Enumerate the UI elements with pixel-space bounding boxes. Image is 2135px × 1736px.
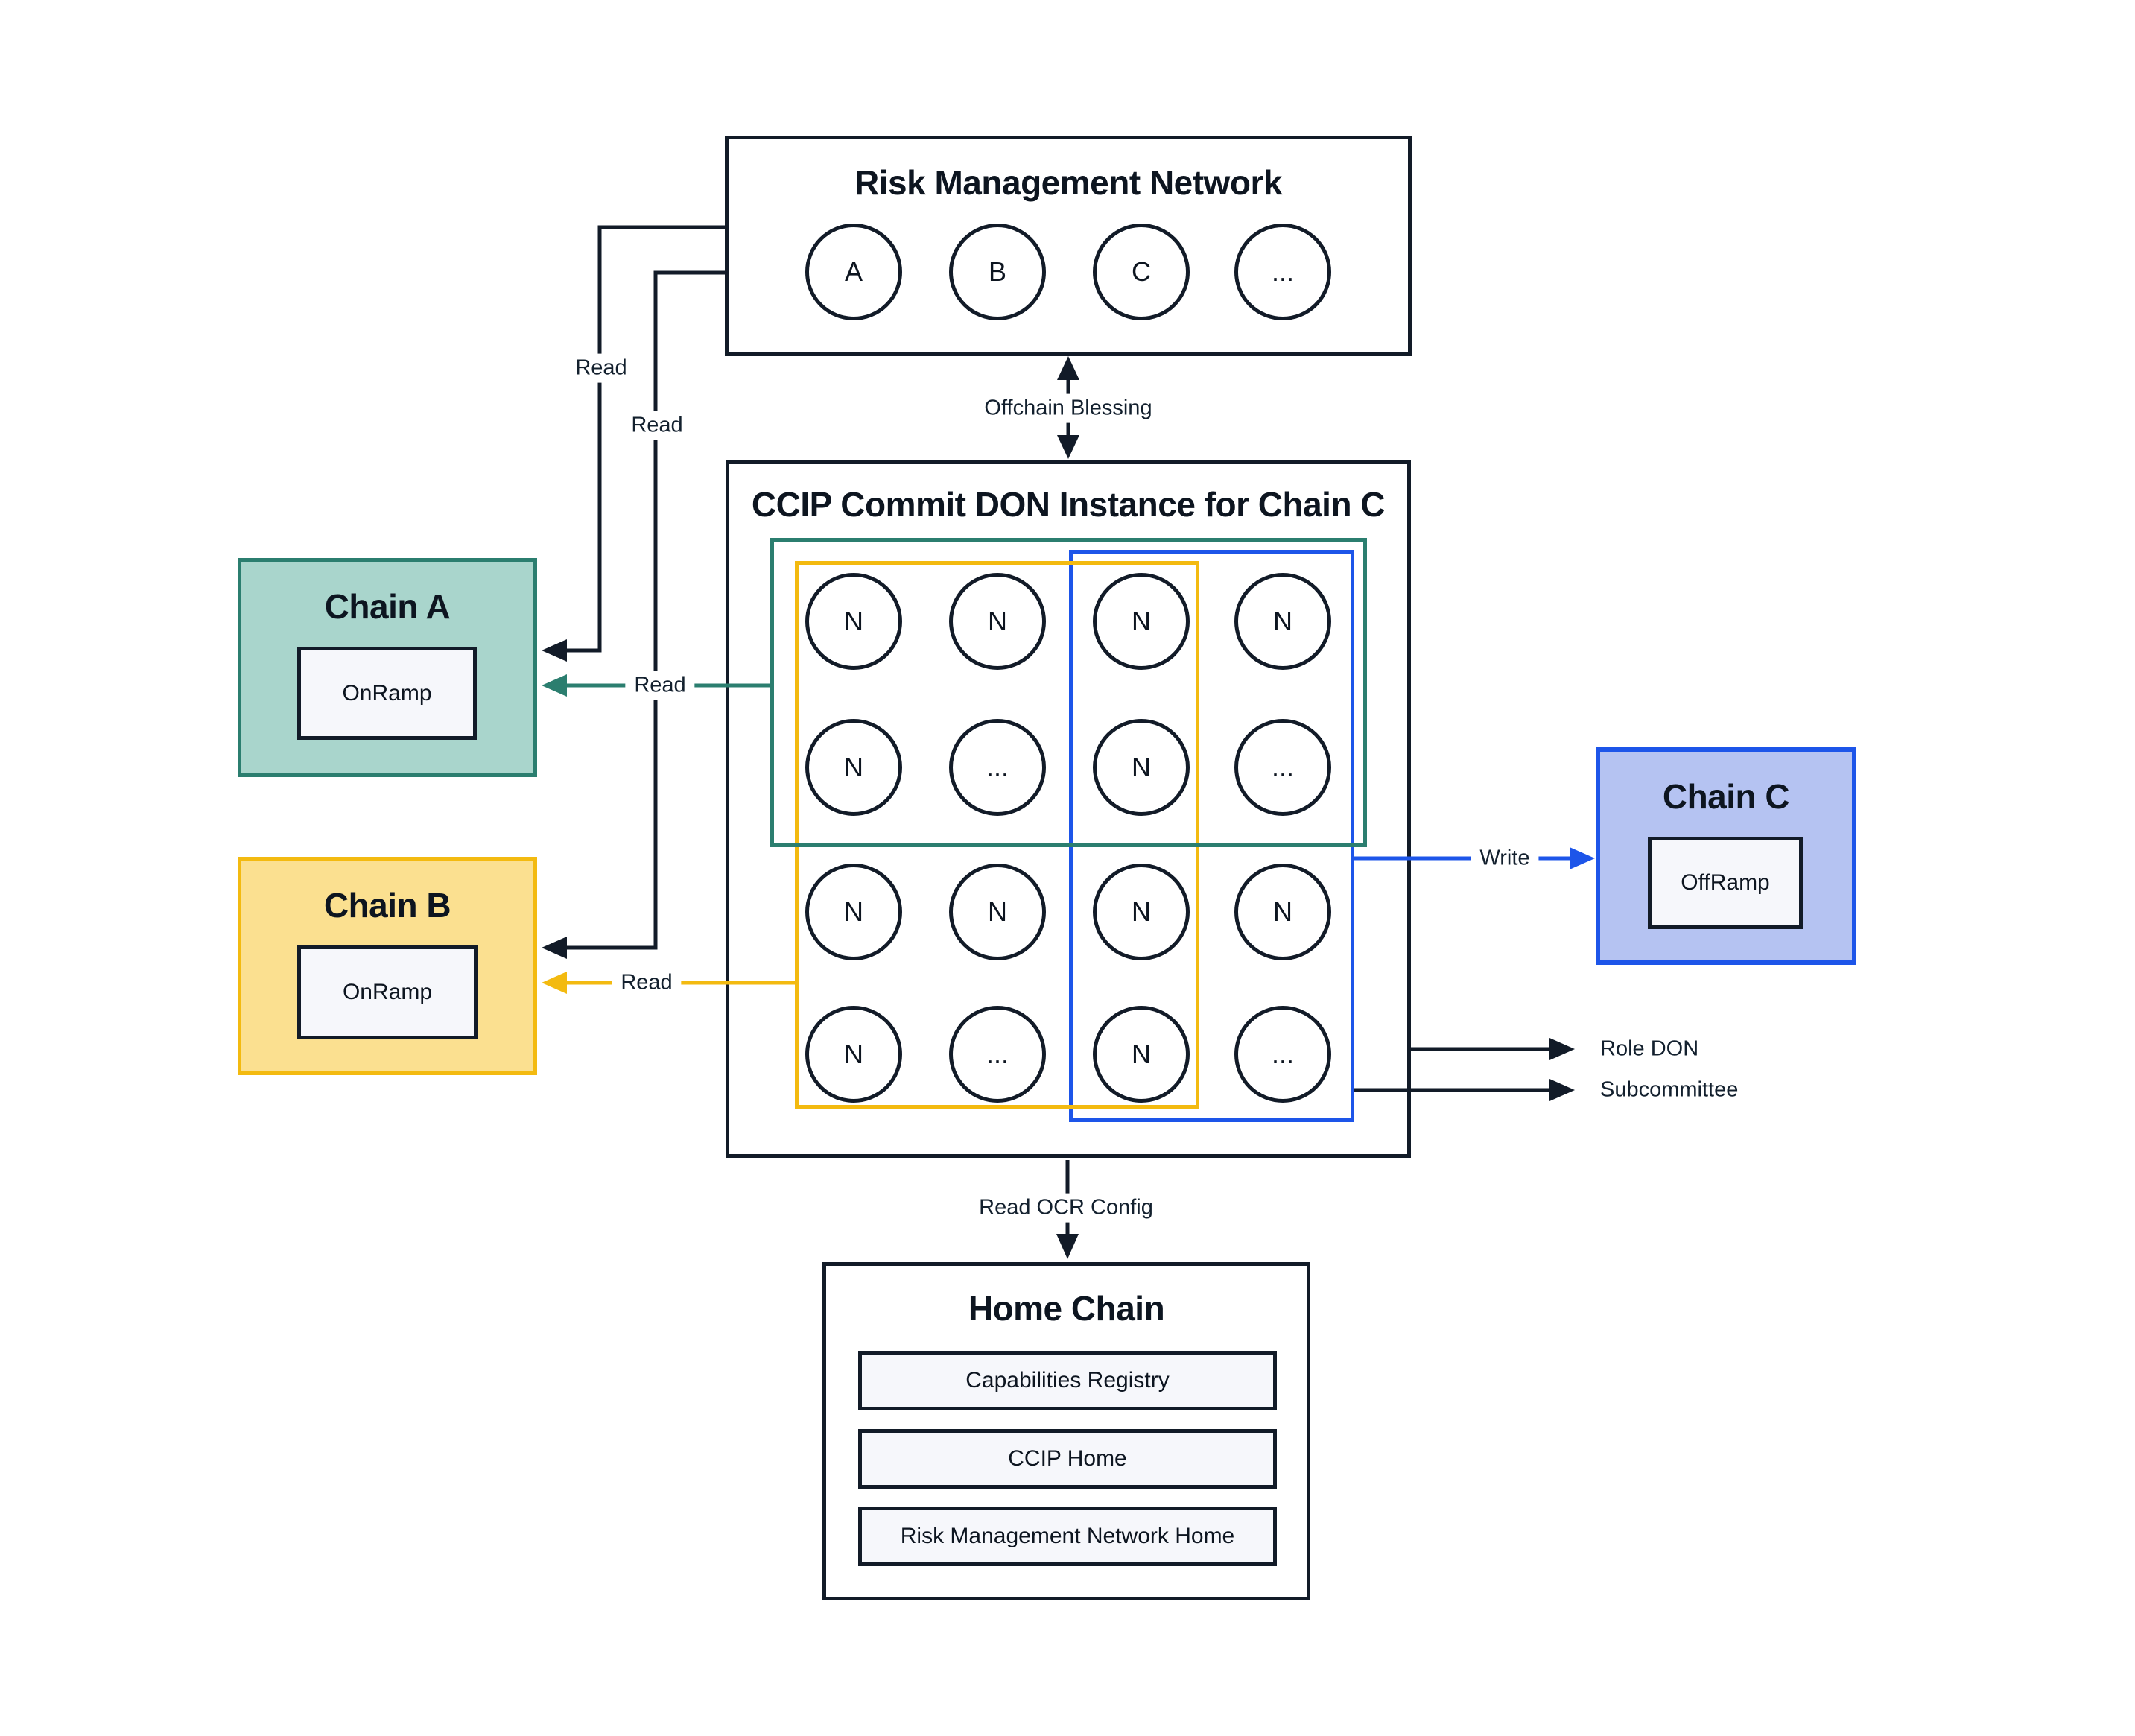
arrow-right-icon xyxy=(1549,1038,1575,1060)
don-node-label: N xyxy=(988,606,1007,636)
don-node-r4c2: ... xyxy=(949,1006,1046,1103)
chain-c-title: Chain C xyxy=(1662,777,1790,816)
chain-b-onramp-label: OnRamp xyxy=(342,980,433,1004)
don-node-label: N xyxy=(1132,1039,1151,1069)
don-node-label: N xyxy=(1273,606,1292,636)
arrow-left-icon xyxy=(542,639,567,662)
ccip-home-label: CCIP Home xyxy=(1008,1446,1127,1471)
role-don-connector xyxy=(1411,1038,1575,1060)
don-node-r3c1: N xyxy=(805,864,902,960)
chain-b-title: Chain B xyxy=(323,886,451,925)
arrow-left-icon xyxy=(542,972,567,994)
don-node-r4c3: N xyxy=(1093,1006,1190,1103)
read-label-don-chain-a: Read xyxy=(625,671,695,700)
don-node-label: ... xyxy=(986,752,1009,782)
don-node-label: ... xyxy=(1271,752,1294,782)
rmn-node-a-label: A xyxy=(844,256,863,287)
rmn-read-chain-a-connector xyxy=(542,225,725,662)
don-node-r4c4: ... xyxy=(1234,1006,1331,1103)
chain-b-subcommittee-rect xyxy=(795,561,1199,1109)
risk-management-network-home-box: Risk Management Network Home xyxy=(858,1507,1277,1566)
don-node-r2c1: N xyxy=(805,719,902,816)
read-label-rmn-chain-a: Read xyxy=(566,353,636,383)
don-node-label: N xyxy=(988,896,1007,927)
arrow-left-icon xyxy=(542,937,567,959)
arrow-down-icon xyxy=(1057,435,1079,459)
don-node-r2c4: ... xyxy=(1234,719,1331,816)
don-node-label: ... xyxy=(986,1039,1009,1069)
rmn-node-a: A xyxy=(805,224,902,320)
arrow-down-icon xyxy=(1056,1234,1079,1259)
don-node-r3c3: N xyxy=(1093,864,1190,960)
don-node-r2c2: ... xyxy=(949,719,1046,816)
rmn-node-b: B xyxy=(949,224,1046,320)
don-node-r1c1: N xyxy=(805,573,902,670)
don-node-r4c1: N xyxy=(805,1006,902,1103)
chain-a-onramp-box: OnRamp xyxy=(297,647,477,740)
subcommittee-connector xyxy=(1354,1079,1575,1101)
chain-a-onramp-label: OnRamp xyxy=(342,680,432,706)
don-node-r3c2: N xyxy=(949,864,1046,960)
don-node-label: N xyxy=(844,896,863,927)
ccip-commit-don-title: CCIP Commit DON Instance for Chain C xyxy=(751,485,1386,524)
don-node-label: ... xyxy=(1271,1039,1294,1069)
arrow-left-icon xyxy=(542,674,567,697)
arrow-right-icon xyxy=(1549,1079,1575,1101)
rmn-read-chain-b-connector xyxy=(542,270,725,959)
don-node-r1c3: N xyxy=(1093,573,1190,670)
rmn-node-b-label: B xyxy=(988,256,1006,287)
read-label-don-chain-b: Read xyxy=(612,968,682,998)
don-node-label: N xyxy=(1132,752,1151,782)
arrow-up-icon xyxy=(1057,356,1079,380)
chain-a-subcommittee-rect xyxy=(770,538,1367,847)
chain-c-offramp-box: OffRamp xyxy=(1648,837,1803,929)
risk-management-network-home-label: Risk Management Network Home xyxy=(900,1524,1235,1548)
rmn-node-more-label: ... xyxy=(1271,256,1294,287)
chain-c-offramp-label: OffRamp xyxy=(1681,870,1770,895)
capabilities-registry-box: Capabilities Registry xyxy=(858,1351,1277,1410)
don-node-label: N xyxy=(844,606,863,636)
don-node-r3c4: N xyxy=(1234,864,1331,960)
chain-c-subcommittee-rect xyxy=(1069,550,1354,1122)
chain-a-title: Chain A xyxy=(324,587,451,626)
don-node-label: N xyxy=(1273,896,1292,927)
capabilities-registry-label: Capabilities Registry xyxy=(965,1368,1170,1393)
don-node-label: N xyxy=(1132,606,1151,636)
offchain-blessing-label: Offchain Blessing xyxy=(975,393,1161,423)
don-node-r2c3: N xyxy=(1093,719,1190,816)
rmn-node-c-label: C xyxy=(1132,256,1151,287)
subcommittee-label: Subcommittee xyxy=(1600,1077,1739,1102)
don-node-label: N xyxy=(844,752,863,782)
rmn-node-c: C xyxy=(1093,224,1190,320)
home-chain-title: Home Chain xyxy=(968,1289,1165,1328)
ccip-home-box: CCIP Home xyxy=(858,1429,1277,1489)
don-node-label: N xyxy=(844,1039,863,1069)
arrow-right-icon xyxy=(1570,847,1595,869)
don-node-r1c4: N xyxy=(1234,573,1331,670)
role-don-label: Role DON xyxy=(1600,1036,1699,1061)
don-node-r1c2: N xyxy=(949,573,1046,670)
don-node-label: N xyxy=(1132,896,1151,927)
read-label-rmn-chain-b: Read xyxy=(622,411,692,440)
chain-b-onramp-box: OnRamp xyxy=(297,945,478,1039)
write-label: Write xyxy=(1471,843,1539,873)
risk-management-network-title: Risk Management Network xyxy=(854,163,1282,202)
read-ocr-config-label: Read OCR Config xyxy=(970,1193,1162,1223)
rmn-node-more: ... xyxy=(1234,224,1331,320)
